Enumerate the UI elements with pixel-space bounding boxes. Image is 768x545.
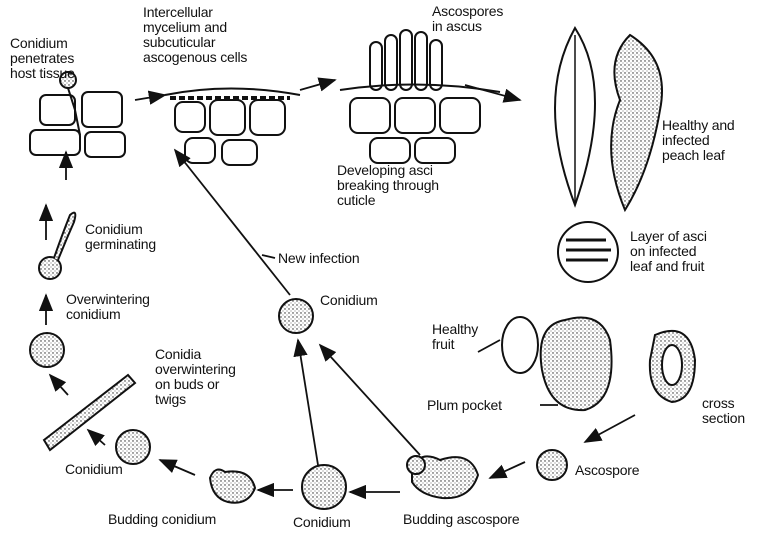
twig-drawing [42, 373, 137, 452]
mycelium-drawing [164, 87, 301, 166]
plum-pocket-drawing [539, 316, 613, 412]
label-ascospore: Ascospore [575, 462, 640, 478]
budding-conidium-drawing [208, 468, 257, 504]
label-budding-conidium: Budding conidium [108, 511, 217, 527]
healthy-fruit-drawing [501, 316, 539, 374]
asci-layer-magnified-drawing [557, 221, 619, 283]
asci-drawing [339, 29, 501, 164]
host-tissue-penetration-drawing [29, 71, 126, 158]
label-new-infection: New infection [278, 250, 360, 266]
budding-ascospore-drawing [411, 455, 480, 500]
germinating-conidium-drawing [38, 256, 62, 280]
overwintering-conidium-drawing [29, 332, 65, 368]
life-cycle-arrows [38, 77, 636, 500]
label-budding-ascospore: Budding ascospore [403, 511, 520, 527]
ascospore-drawing [536, 449, 568, 481]
conidium-left-drawing [115, 429, 151, 465]
label-conidium-bottom: Conidium [293, 514, 351, 530]
label-conidium-left: Conidium [65, 461, 123, 477]
conidium-center-drawing [278, 298, 314, 334]
infected-peach-leaf-drawing [610, 33, 663, 213]
healthy-peach-leaf-drawing [554, 26, 596, 208]
label-conidium-center: Conidium [320, 292, 378, 308]
label-plum-pocket: Plum pocket [427, 397, 502, 413]
conidium-bottom-drawing [301, 464, 347, 510]
